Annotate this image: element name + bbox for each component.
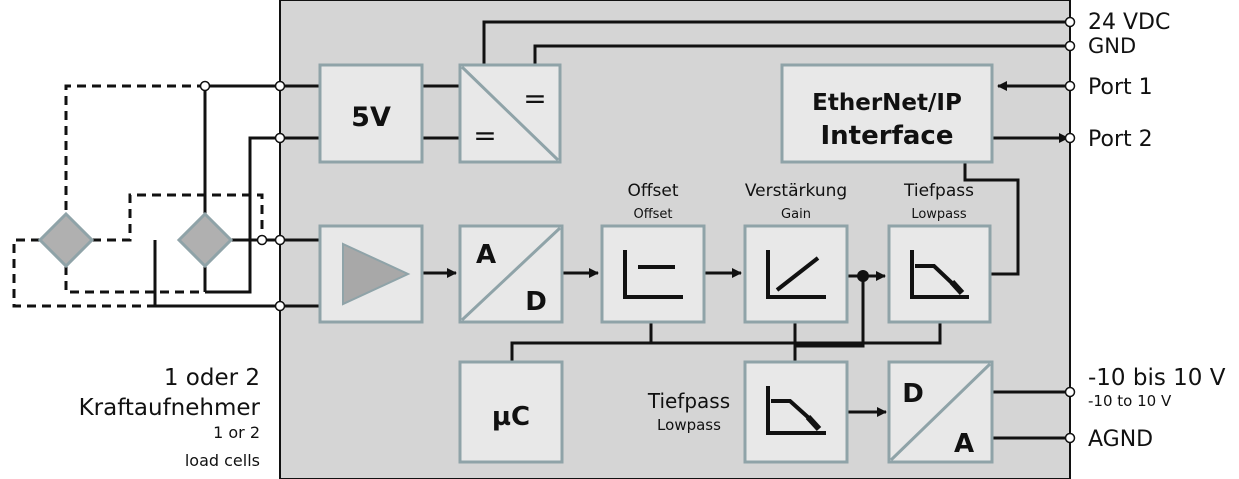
offset-label-de: Offset — [627, 181, 678, 201]
offset-block: Offset Offset — [600, 181, 706, 324]
lowpass-icon-1 — [910, 250, 969, 299]
external-terminals — [1064, 16, 1076, 444]
dac-bottom-label: A — [954, 429, 974, 459]
adc-block: A D — [458, 224, 564, 324]
load-cell-wiring — [153, 80, 320, 312]
dcdc-bottom-symbol: = — [473, 119, 496, 152]
agnd-label: AGND — [1088, 427, 1153, 452]
lowpass2-label-en: Lowpass — [657, 416, 721, 434]
port2-label: Port 2 — [1088, 127, 1153, 152]
sensors-label-en-1: 1 or 2 — [213, 423, 260, 442]
analog-out-label-en: -10 to 10 V — [1088, 392, 1172, 410]
lowpass-block-2: Tiefpass Lowpass — [647, 360, 849, 464]
sensors-label-de-1: 1 oder 2 — [164, 365, 260, 391]
gain-label-en: Gain — [781, 207, 811, 222]
dac-top-label: D — [902, 379, 924, 409]
lowpass-block-1: Tiefpass Lowpass — [887, 181, 992, 324]
gain-icon — [766, 250, 826, 299]
load-cell-1 — [37, 211, 95, 269]
offset-label-en: Offset — [633, 207, 672, 222]
load-cell-network — [12, 84, 264, 308]
lowpass1-label-en: Lowpass — [911, 207, 967, 222]
ethernet-label-line1: EtherNet/IP — [812, 90, 962, 116]
amplifier-block — [318, 224, 424, 324]
sensors-label-en-2: load cells — [185, 451, 260, 470]
adc-top-label: A — [476, 240, 496, 270]
lowpass2-label-de: Tiefpass — [647, 389, 730, 413]
port1-label: Port 1 — [1088, 75, 1153, 100]
microcontroller-block: µC — [458, 360, 564, 464]
internal-wiring — [422, 20, 1070, 440]
supply-5v-label: 5V — [351, 102, 391, 133]
supply-24v-label: 24 VDC — [1088, 10, 1170, 35]
dcdc-converter-block: = = — [458, 63, 562, 164]
ethernet-interface-block: EtherNet/IP Interface — [780, 63, 994, 164]
offset-icon — [623, 250, 683, 299]
gain-label-de: Verstärkung — [745, 181, 847, 201]
ethernet-label-line2: Interface — [821, 121, 954, 151]
microcontroller-label: µC — [492, 402, 530, 432]
load-cell-2 — [176, 211, 234, 269]
lowpass-icon-2 — [766, 386, 826, 435]
dcdc-top-symbol: = — [523, 82, 546, 115]
sensors-label-de-2: Kraftaufnehmer — [79, 395, 261, 421]
amplifier-icon — [342, 242, 411, 306]
adc-bottom-label: D — [525, 287, 547, 317]
dac-block: D A — [887, 360, 994, 464]
gain-block: Verstärkung Gain — [743, 181, 849, 324]
gnd-label: GND — [1088, 34, 1136, 58]
supply-5v-block: 5V — [318, 63, 424, 164]
analog-out-label: -10 bis 10 V — [1088, 365, 1226, 391]
lowpass1-label-de: Tiefpass — [903, 181, 974, 201]
